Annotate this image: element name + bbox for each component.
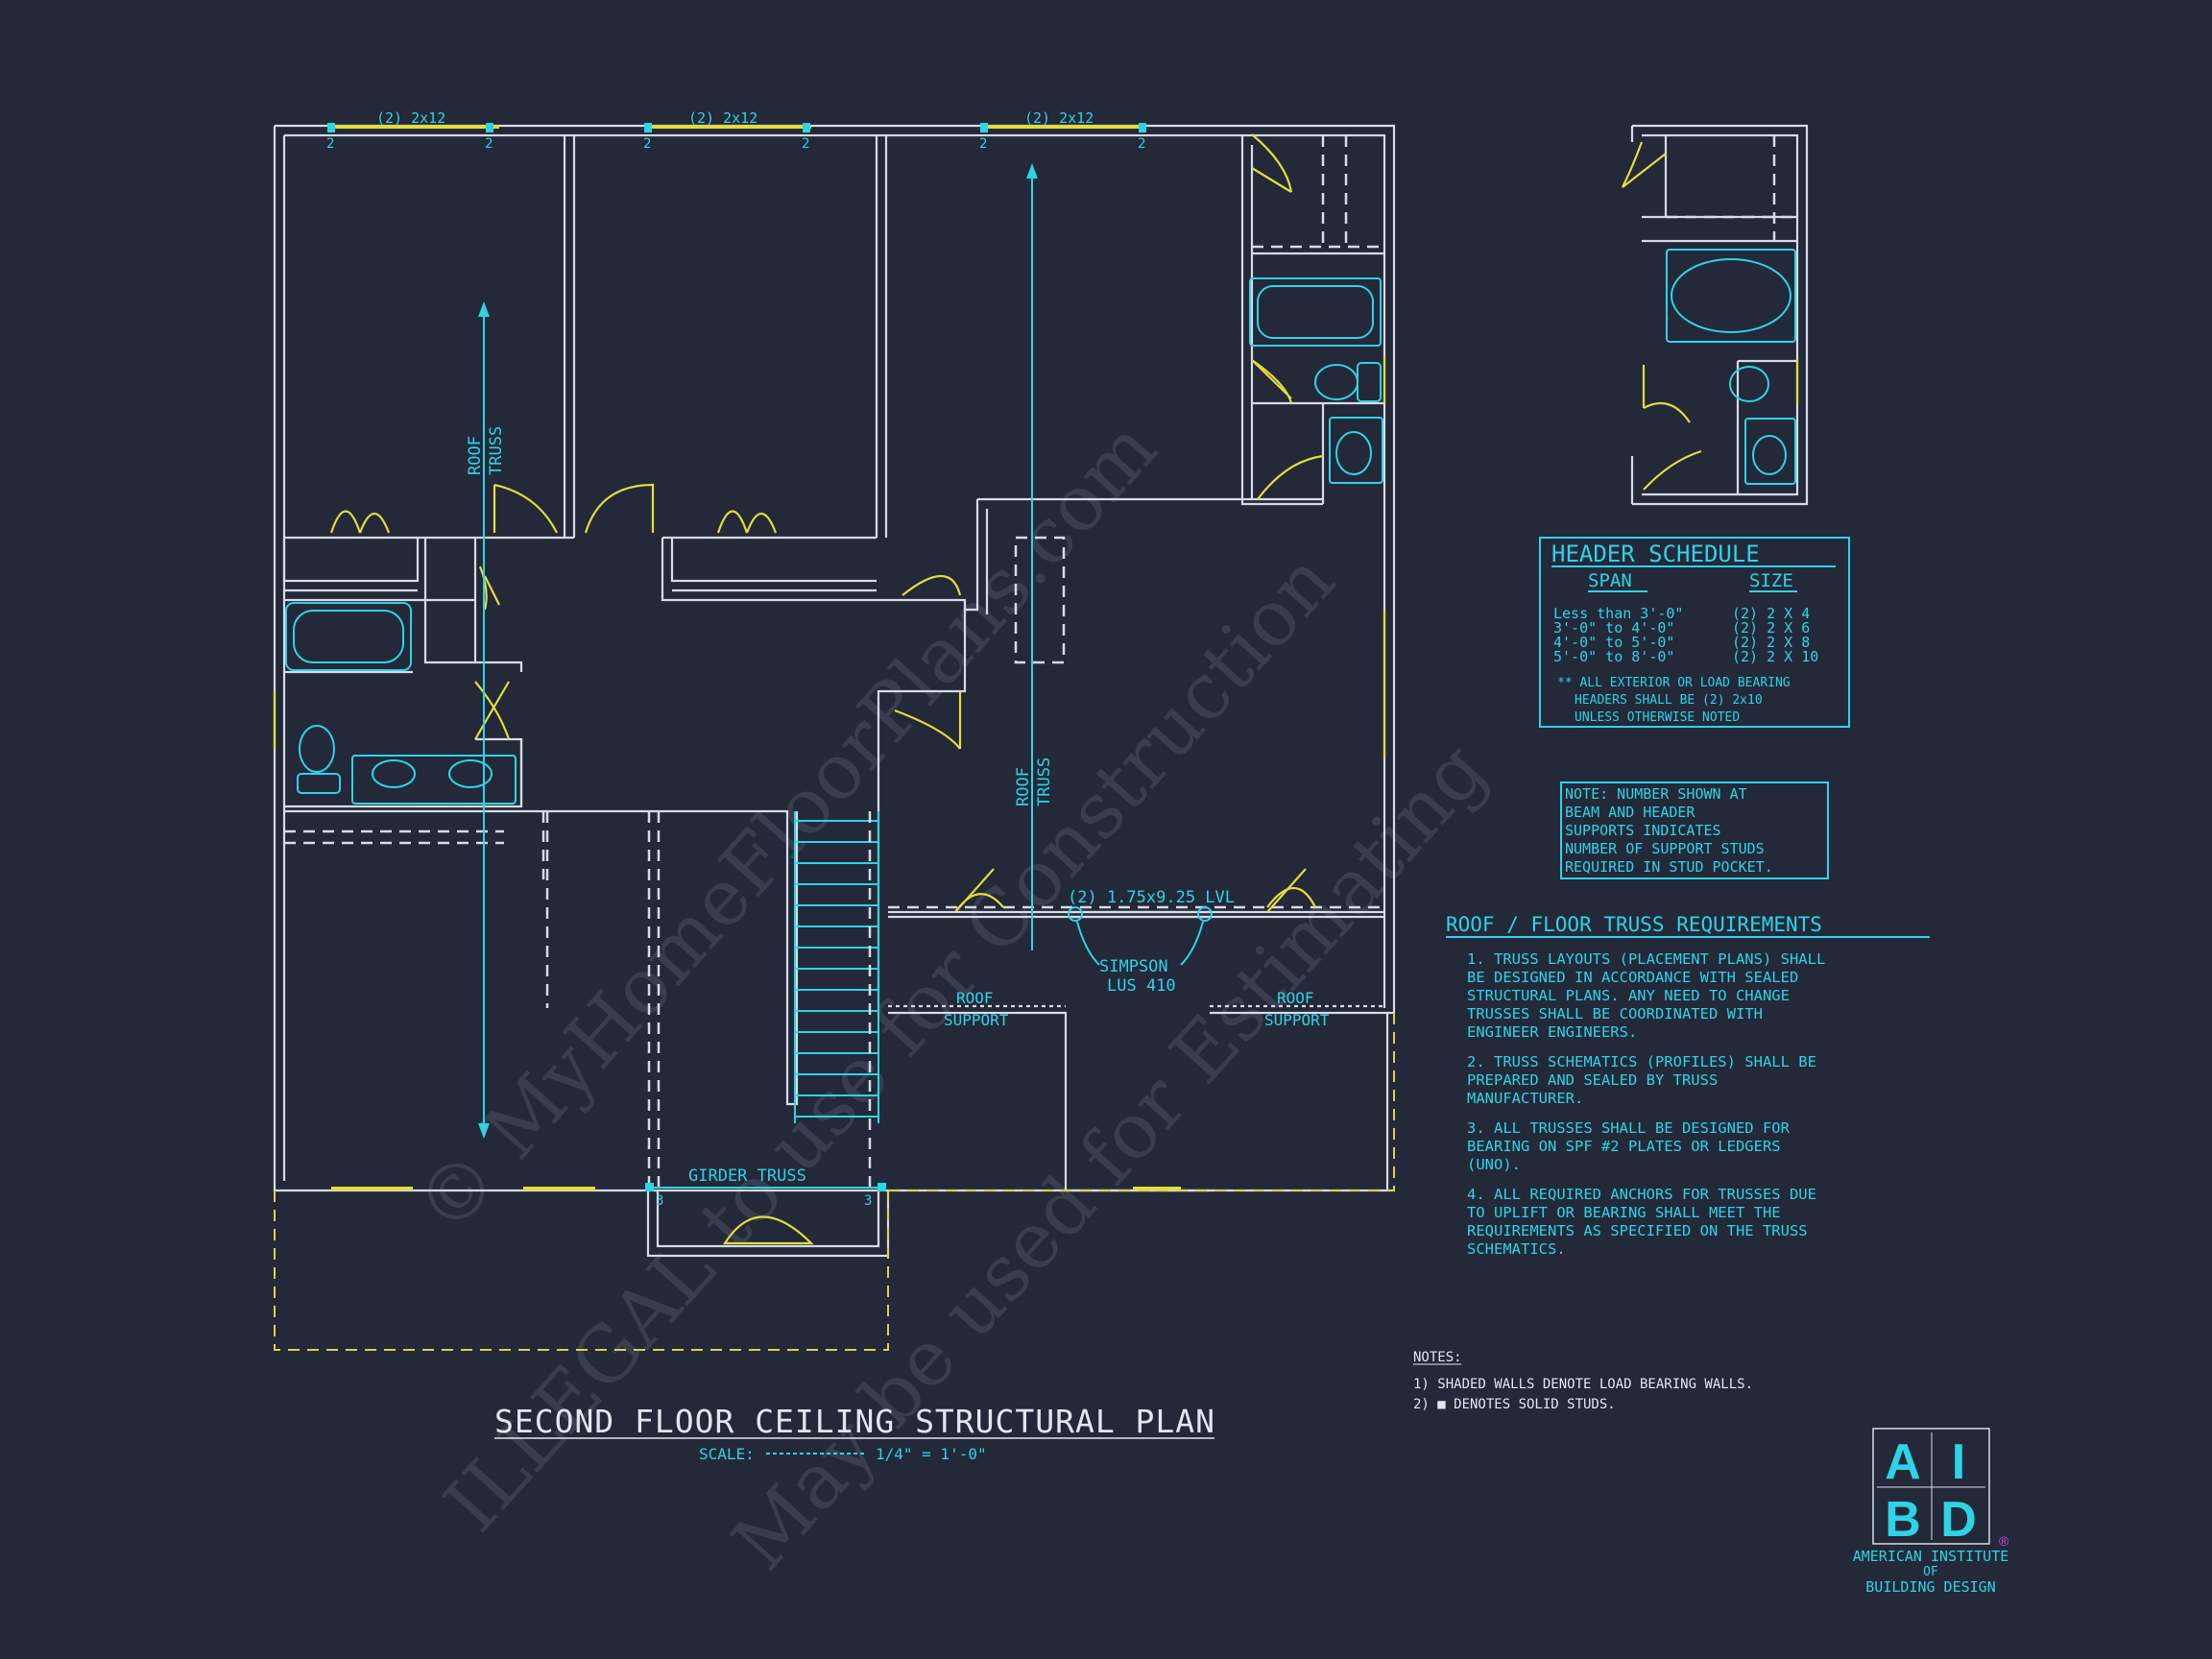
logo-caption-3: BUILDING DESIGN bbox=[1865, 1578, 1995, 1596]
aibd-logo: A I B D ® AMERICAN INSTITUTE OF BUILDING… bbox=[1853, 1428, 2009, 1596]
girder-truss-label: GIRDER TRUSS bbox=[688, 1166, 806, 1186]
truss-req-4-line-3: REQUIREMENTS AS SPECIFIED ON THE TRUSS bbox=[1467, 1222, 1808, 1239]
truss-req-2-line-1: 2. TRUSS SCHEMATICS (PROFILES) SHALL BE bbox=[1467, 1053, 1816, 1070]
truss-req-1-line-1: 1. TRUSS LAYOUTS (PLACEMENT PLANS) SHALL bbox=[1467, 950, 1825, 968]
header-label-2: (2) 2x12 bbox=[688, 109, 757, 127]
drawing-title: SECOND FLOOR CEILING STRUCTURAL PLAN bbox=[494, 1403, 1214, 1440]
floor-plan-alternate-bath bbox=[1622, 124, 1809, 506]
support-note-line-2: BEAM AND HEADER bbox=[1565, 804, 1695, 821]
note-2: 2) ■ DENOTES SOLID STUDS. bbox=[1413, 1397, 1616, 1412]
drawing-title-block: SECOND FLOOR CEILING STRUCTURAL PLAN SCA… bbox=[494, 1403, 1214, 1463]
stud-count: 2 bbox=[979, 136, 987, 152]
scale-value: 1/4" = 1'-0" bbox=[876, 1445, 987, 1463]
truss-requirements: ROOF / FLOOR TRUSS REQUIREMENTS 1. TRUSS… bbox=[1446, 913, 1930, 1258]
roof-support-left-2: SUPPORT bbox=[944, 1011, 1009, 1029]
schedule-span-2: 3'-0" to 4'-0" bbox=[1553, 619, 1674, 637]
truss-req-4-line-2: TO UPLIFT OR BEARING SHALL MEET THE bbox=[1467, 1204, 1781, 1221]
roof-truss-arrow-left bbox=[478, 301, 490, 1139]
support-note-line-4: NUMBER OF SUPPORT STUDS bbox=[1565, 840, 1765, 857]
truss-req-3-line-1: 3. ALL TRUSSES SHALL BE DESIGNED FOR bbox=[1467, 1119, 1791, 1137]
logo-registered-mark: ® bbox=[1999, 1533, 2009, 1549]
truss-req-2-line-2: PREPARED AND SEALED BY TRUSS bbox=[1467, 1071, 1718, 1089]
logo-letter-i: I bbox=[1952, 1434, 1965, 1490]
roof-truss-label-left-1: ROOF bbox=[466, 436, 485, 475]
scale-label: SCALE: bbox=[699, 1445, 755, 1463]
stud-count: 2 bbox=[485, 136, 493, 152]
header-schedule-col-size: SIZE bbox=[1749, 570, 1793, 591]
truss-req-1-line-2: BE DESIGNED IN ACCORDANCE WITH SEALED bbox=[1467, 969, 1798, 986]
schedule-note-2: HEADERS SHALL BE (2) 2x10 bbox=[1575, 693, 1763, 708]
stud-count: 2 bbox=[643, 136, 651, 152]
simpson-label-1: SIMPSON bbox=[1099, 957, 1168, 976]
header-schedule-title: HEADER SCHEDULE bbox=[1551, 541, 1760, 567]
roof-support-left-1: ROOF bbox=[956, 989, 994, 1007]
schedule-size-4: (2) 2 X 10 bbox=[1732, 648, 1818, 665]
logo-letter-b: B bbox=[1885, 1492, 1921, 1548]
roof-support-right-2: SUPPORT bbox=[1264, 1011, 1330, 1029]
schedule-span-1: Less than 3'-0" bbox=[1553, 605, 1683, 622]
header-label-1: (2) 2x12 bbox=[376, 109, 445, 127]
stud-count: 3 bbox=[864, 1193, 872, 1209]
support-note-line-3: SUPPORTS INDICATES bbox=[1565, 822, 1721, 839]
header-schedule: HEADER SCHEDULE SPAN SIZE Less than 3'-0… bbox=[1539, 537, 1850, 728]
schedule-span-3: 4'-0" to 5'-0" bbox=[1553, 634, 1674, 651]
schedule-note-1: ** ALL EXTERIOR OR LOAD BEARING bbox=[1557, 676, 1791, 690]
truss-req-4-line-4: SCHEMATICS. bbox=[1467, 1240, 1566, 1258]
roof-truss-label-left-2: TRUSS bbox=[487, 426, 506, 475]
schedule-size-2: (2) 2 X 6 bbox=[1732, 619, 1810, 637]
truss-req-2-line-3: MANUFACTURER. bbox=[1467, 1090, 1583, 1107]
truss-requirements-title: ROOF / FLOOR TRUSS REQUIREMENTS bbox=[1446, 913, 1822, 936]
roof-truss-arrow-center bbox=[1026, 163, 1038, 950]
stud-count: 2 bbox=[1138, 136, 1145, 152]
logo-letter-a: A bbox=[1885, 1434, 1921, 1490]
note-1: 1) SHADED WALLS DENOTE LOAD BEARING WALL… bbox=[1413, 1377, 1753, 1392]
notes-title: NOTES: bbox=[1413, 1350, 1462, 1365]
support-note-line-5: REQUIRED IN STUD POCKET. bbox=[1565, 858, 1773, 876]
truss-req-1-line-5: ENGINEER ENGINEERS. bbox=[1467, 1023, 1637, 1041]
logo-caption-1: AMERICAN INSTITUTE bbox=[1853, 1548, 2009, 1565]
header-schedule-col-span: SPAN bbox=[1588, 570, 1632, 591]
stud-count: 2 bbox=[802, 136, 809, 152]
logo-caption-2: OF bbox=[1923, 1565, 1938, 1579]
truss-req-4-line-1: 4. ALL REQUIRED ANCHORS FOR TRUSSES DUE bbox=[1467, 1186, 1816, 1203]
roof-truss-label-center-2: TRUSS bbox=[1035, 757, 1054, 806]
support-note-line-1: NOTE: NUMBER SHOWN AT bbox=[1565, 785, 1747, 803]
truss-req-3-line-3: (UNO). bbox=[1467, 1156, 1521, 1173]
logo-letter-d: D bbox=[1940, 1492, 1977, 1548]
stair-treads bbox=[795, 820, 878, 1118]
general-notes: NOTES: 1) SHADED WALLS DENOTE LOAD BEARI… bbox=[1413, 1350, 1753, 1412]
schedule-span-4: 5'-0" to 8'-0" bbox=[1553, 648, 1674, 665]
header-label-3: (2) 2x12 bbox=[1024, 109, 1094, 127]
lvl-beam-label: (2) 1.75x9.25 LVL bbox=[1068, 888, 1235, 907]
truss-req-1-line-4: TRUSSES SHALL BE COORDINATED WITH bbox=[1467, 1005, 1763, 1022]
truss-req-1-line-3: STRUCTURAL PLANS. ANY NEED TO CHANGE bbox=[1467, 987, 1790, 1004]
roof-truss-label-center-1: ROOF bbox=[1014, 767, 1033, 806]
stud-count: 3 bbox=[656, 1193, 663, 1209]
simpson-label-2: LUS 410 bbox=[1107, 976, 1176, 996]
truss-req-3-line-2: BEARING ON SPF #2 PLATES OR LEDGERS bbox=[1467, 1138, 1781, 1155]
floor-plan-main: ROOF TRUSS ROOF TRUSS (2) 2x12 (2) 2x12 … bbox=[273, 109, 1396, 1351]
stud-count: 2 bbox=[326, 136, 334, 152]
schedule-size-3: (2) 2 X 8 bbox=[1732, 634, 1810, 651]
schedule-note-3: UNLESS OTHERWISE NOTED bbox=[1575, 710, 1740, 725]
support-studs-note: NOTE: NUMBER SHOWN AT BEAM AND HEADER SU… bbox=[1560, 781, 1829, 879]
roof-support-right-1: ROOF bbox=[1277, 989, 1314, 1007]
schedule-size-1: (2) 2 X 4 bbox=[1732, 605, 1810, 622]
